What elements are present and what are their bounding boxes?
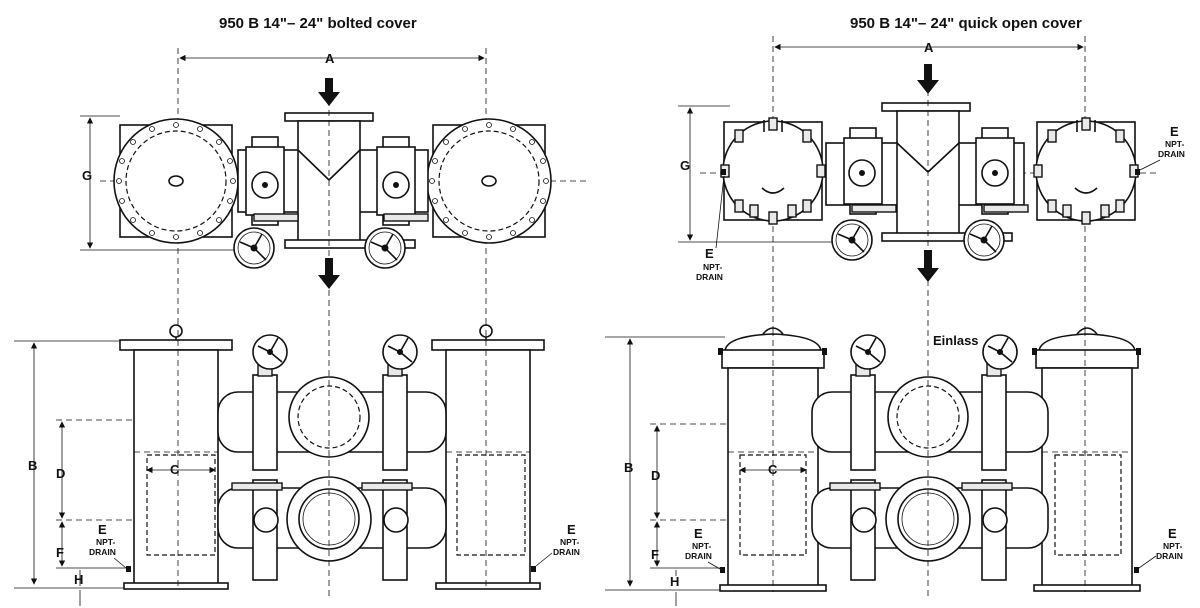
drain-e-label-right-a: E bbox=[694, 526, 703, 541]
drain-text-left-b: DRAIN bbox=[553, 547, 580, 557]
left-front-view: B D F H C bbox=[14, 320, 580, 606]
drain-npt-right-b: NPT- bbox=[1163, 541, 1183, 551]
drain-text-right-a: DRAIN bbox=[685, 551, 712, 561]
dim-d-label-right: D bbox=[651, 468, 660, 483]
drain-npt-top-b: NPT- bbox=[1165, 139, 1185, 149]
drain-e-label-left-a: E bbox=[98, 522, 107, 537]
dim-g-label-left: G bbox=[82, 168, 92, 183]
drain-npt-left-b: NPT- bbox=[560, 537, 580, 547]
inlet-arrow-icon bbox=[318, 78, 340, 106]
drain-npt-top-a: NPT- bbox=[703, 262, 723, 272]
drain-e-label-top-a: E bbox=[705, 246, 714, 261]
dim-d-label-left: D bbox=[56, 466, 65, 481]
dim-f-label-left: F bbox=[56, 545, 64, 560]
dim-g-label-right: G bbox=[680, 158, 690, 173]
dim-b-label-left: B bbox=[28, 458, 37, 473]
inlet-label: Einlass bbox=[933, 333, 979, 348]
drain-e-label-right-b: E bbox=[1168, 526, 1177, 541]
dim-h-label-right: H bbox=[670, 574, 679, 589]
bolt-ring-left bbox=[116, 122, 236, 240]
drain-text-top-b: DRAIN bbox=[1158, 149, 1185, 159]
right-front-view: B D F H C bbox=[605, 327, 1183, 606]
drain-text-top-a: DRAIN bbox=[696, 272, 723, 282]
drain-e-label-top-b: E bbox=[1170, 124, 1179, 139]
drain-text-left-a: DRAIN bbox=[89, 547, 116, 557]
outlet-arrow-icon bbox=[318, 258, 340, 289]
quick-clamps-left bbox=[720, 117, 826, 225]
cover-handle-left bbox=[761, 187, 785, 194]
left-top-view: A G bbox=[80, 48, 590, 320]
outlet-arrow-icon-right bbox=[917, 250, 939, 282]
dim-a-label-left: A bbox=[325, 51, 335, 66]
cover-handle-right bbox=[1074, 187, 1098, 194]
title-bolted-cover: 950 B 14"– 24" bolted cover bbox=[219, 15, 417, 32]
drain-npt-left-a: NPT- bbox=[96, 537, 116, 547]
drain-text-right-b: DRAIN bbox=[1156, 551, 1183, 561]
inlet-arrow-icon-right bbox=[917, 64, 939, 94]
right-top-view: A G bbox=[678, 36, 1185, 330]
quick-clamps-right bbox=[1033, 117, 1139, 225]
dim-c-label-right: C bbox=[768, 462, 778, 477]
dim-h-label-left: H bbox=[74, 572, 83, 587]
dim-b-label-right: B bbox=[624, 460, 633, 475]
bolt-ring-right bbox=[429, 122, 549, 240]
dim-f-label-right: F bbox=[651, 547, 659, 562]
drain-npt-right-a: NPT- bbox=[692, 541, 712, 551]
title-quick-open-cover: 950 B 14"– 24" quick open cover bbox=[850, 15, 1082, 32]
dim-a-label-right: A bbox=[924, 40, 934, 55]
dim-c-label-left: C bbox=[170, 462, 180, 477]
drain-e-label-left-b: E bbox=[567, 522, 576, 537]
